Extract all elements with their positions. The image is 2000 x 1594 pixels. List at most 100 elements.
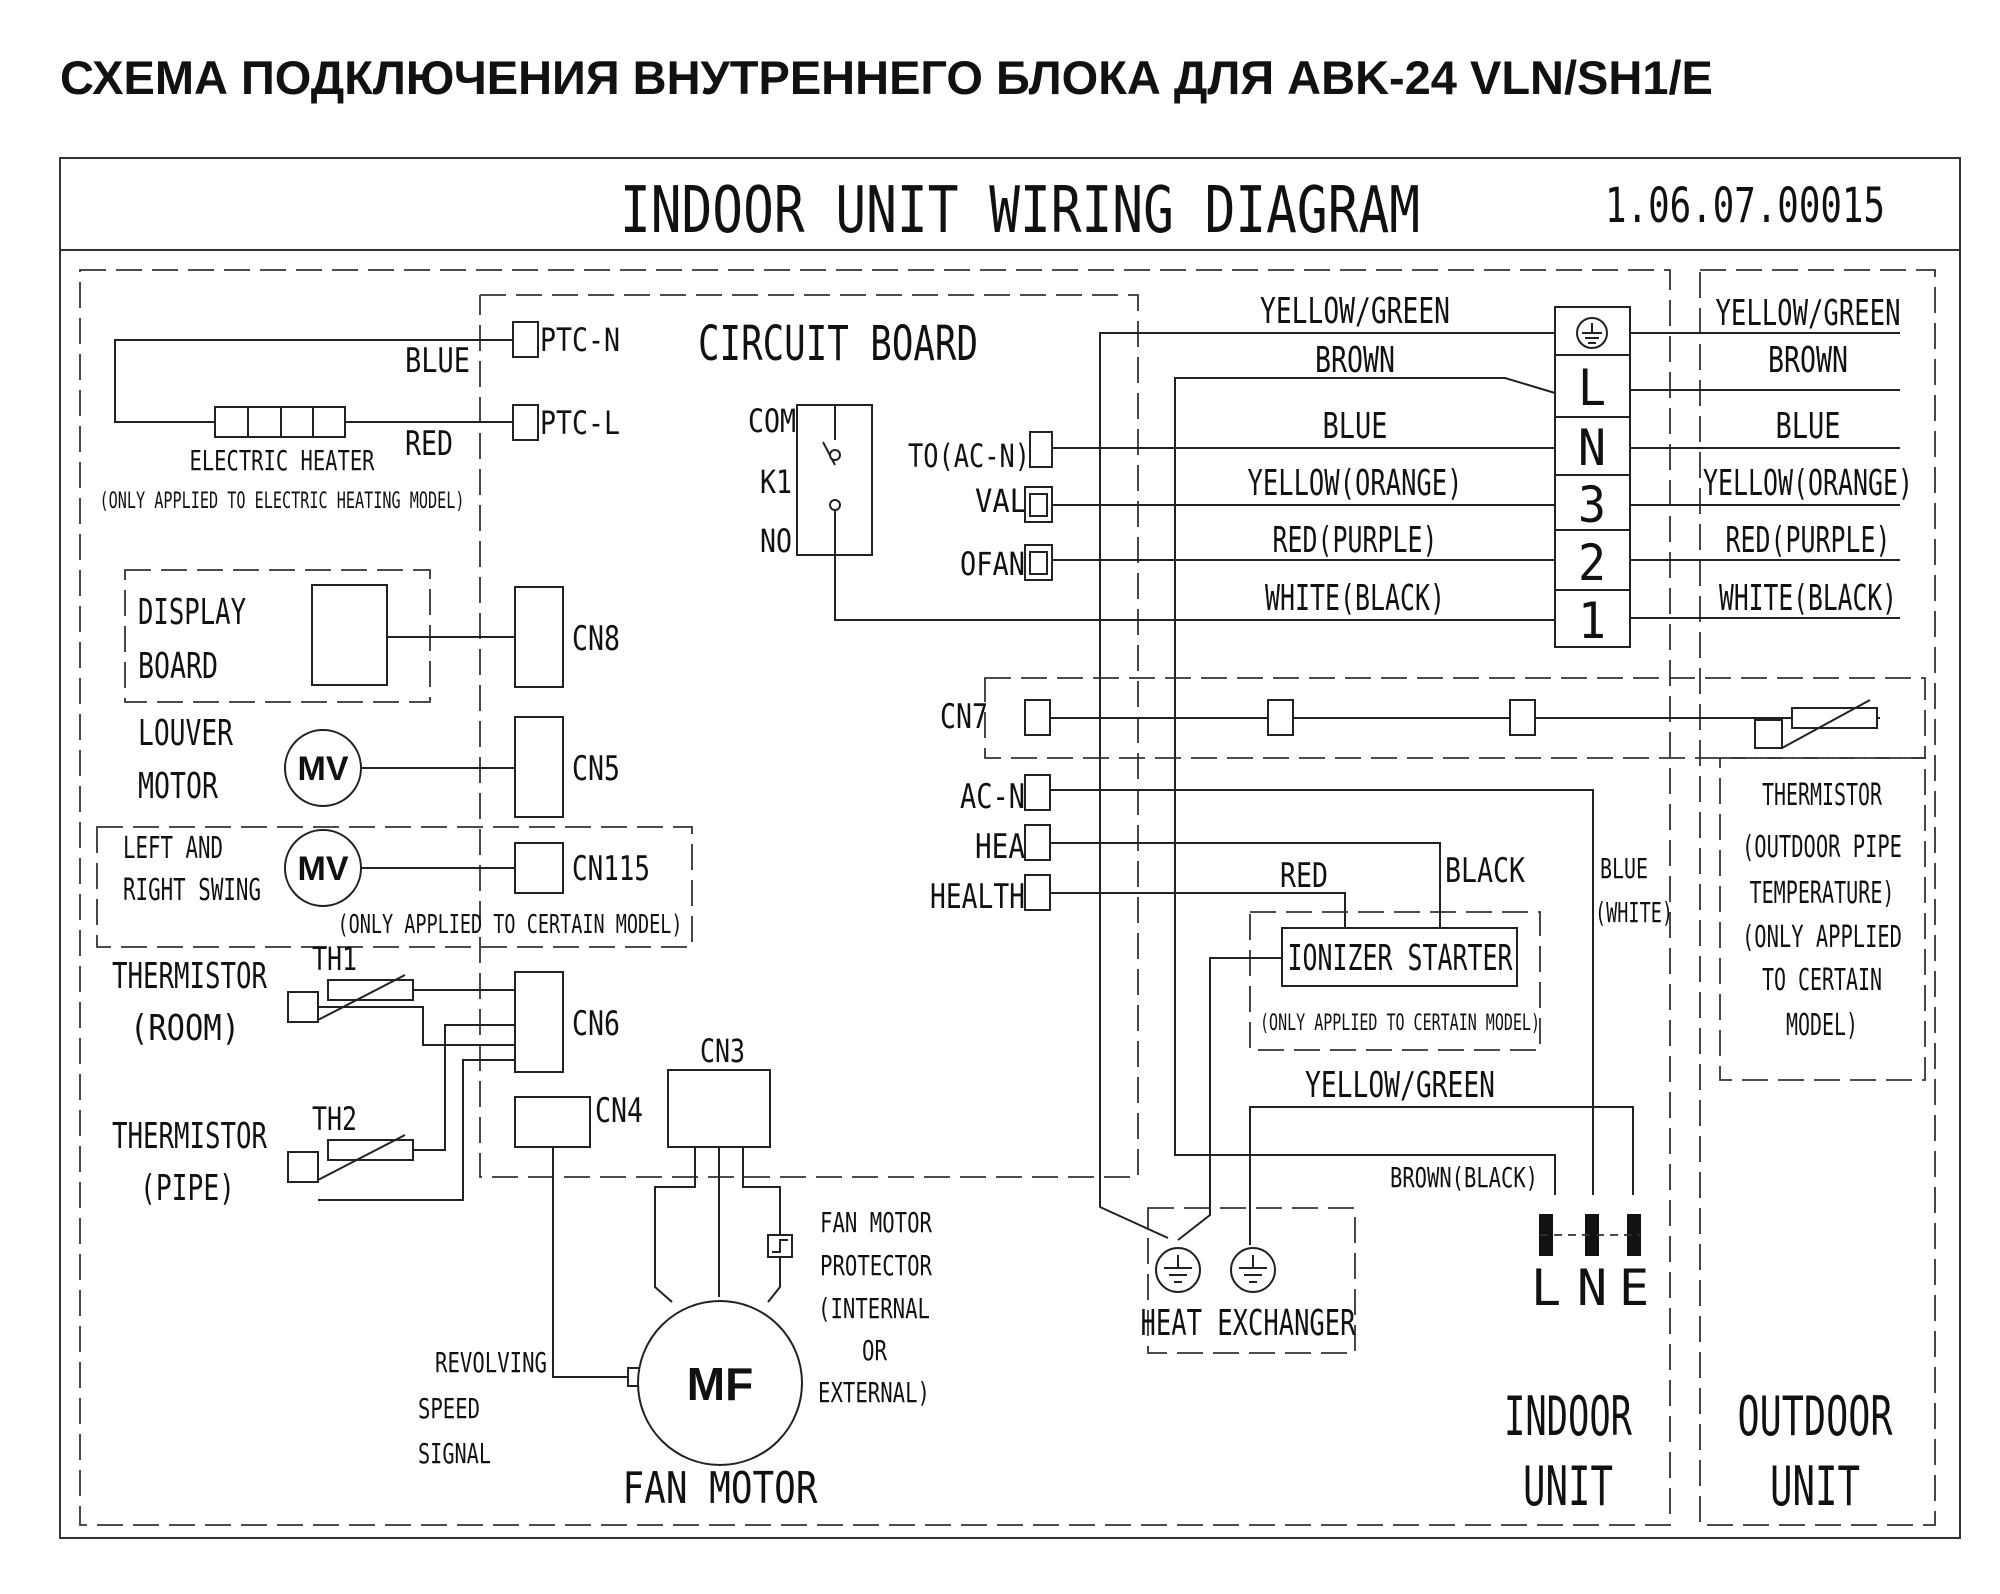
cn3-wire-3 [742, 1147, 781, 1240]
terminal-label-n: N [1578, 419, 1606, 477]
outdoor-thermistor-label-2: (OUTDOOR PIPE [1742, 830, 1902, 865]
ionizer-note: (ONLY APPLIED TO CERTAIN MODEL) [1260, 1011, 1540, 1036]
wire-label-white-black: WHITE(BLACK) [1265, 578, 1445, 619]
fan-motor-protector-symbol [767, 1234, 793, 1258]
thermistor-room-sub: (ROOM) [130, 1008, 240, 1049]
out-label-blue: BLUE [1776, 406, 1841, 447]
heater-red-label: RED [405, 424, 453, 464]
terminal-label-3: 3 [1578, 476, 1606, 534]
louver-mv-label: MV [298, 750, 349, 788]
blue-white-label-2: (WHITE) [1595, 896, 1673, 929]
diagram-code: 1.06.07.00015 [1605, 178, 1885, 234]
swing-mv-label: MV [298, 850, 349, 888]
cn4-wire [552, 1147, 630, 1378]
relay-node-2 [829, 499, 841, 511]
th2-sensor [287, 1134, 414, 1183]
fan-motor-protector-label-3: (INTERNAL [818, 1292, 930, 1325]
outdoor-unit-boundary [1699, 269, 1936, 1526]
revolving-label-2: SPEED [418, 1392, 480, 1425]
wire-label-yellow-green: YELLOW/GREEN [1260, 291, 1450, 332]
wire-label-red-purple: RED(PURPLE) [1273, 520, 1438, 561]
circuit-board-label: CIRCUIT BOARD [698, 316, 978, 372]
ofan-label: OFAN [960, 545, 1025, 583]
fan-motor-protector-label-1: FAN MOTOR [820, 1206, 932, 1239]
outer-frame [59, 157, 1961, 1539]
display-board-box [311, 584, 388, 686]
health-label: HEALTH [930, 877, 1025, 917]
terminal-ground-icon [1576, 317, 1608, 349]
out-label-yellow-orange: YELLOW(ORANGE) [1703, 463, 1913, 504]
swing-boundary [96, 826, 693, 948]
lne-label-n: N [1577, 1259, 1607, 1317]
outdoor-thermistor-label-1: THERMISTOR [1762, 778, 1883, 813]
wire-label-yellow-orange: YELLOW(ORANGE) [1248, 463, 1463, 504]
ionizer-red-label: RED [1280, 856, 1328, 896]
ac-n-connector [1024, 774, 1051, 811]
outdoor-thermistor-label-3: TEMPERATURE) [1750, 876, 1895, 911]
cn3-label: CN3 [700, 1032, 745, 1070]
cn8-connector [514, 586, 564, 688]
page-title: СХЕМА ПОДКЛЮЧЕНИЯ ВНУТРЕННЕГО БЛОКА ДЛЯ … [60, 51, 1713, 104]
revolving-label-3: SIGNAL [418, 1437, 491, 1470]
out-label-brown: BROWN [1768, 340, 1848, 381]
revolving-label-1: REVOLVING [435, 1346, 547, 1379]
indoor-unit-label-1: INDOOR [1504, 1385, 1632, 1448]
terminal-label-l: L [1578, 359, 1606, 417]
fan-motor-protector-label-2: PROTECTOR [820, 1249, 932, 1282]
ptc-l-label: PTC-L [540, 404, 620, 442]
cn5-label: CN5 [572, 749, 620, 789]
heater-wire-blue [114, 339, 513, 423]
wire-label-blue: BLUE [1323, 406, 1388, 447]
cn7-connector [1024, 699, 1051, 736]
cn5-connector [514, 716, 564, 818]
electric-heater-element [214, 406, 346, 438]
cn3-connector [667, 1069, 771, 1148]
outdoor-thermistor-label-4: (ONLY APPLIED [1742, 920, 1902, 955]
fan-motor-label: FAN MOTOR [623, 1463, 818, 1514]
com-label: COM [748, 402, 796, 440]
cn7-mid-connector-2 [1509, 699, 1536, 736]
yellow-green-label: YELLOW/GREEN [1305, 1065, 1495, 1106]
th1-label: TH1 [312, 940, 357, 978]
ionizer-ground-wire [1177, 957, 1282, 1241]
ptc-n-connector [512, 321, 539, 358]
ionizer-black-label: BLACK [1445, 851, 1525, 891]
display-board-label-1: DISPLAY [138, 592, 246, 633]
heat-exchanger-ground-icon-1 [1155, 1247, 1201, 1293]
indoor-unit-label-2: UNIT [1523, 1455, 1613, 1518]
th2-label: TH2 [312, 1100, 357, 1138]
thermistor-pipe-sub: (PIPE) [140, 1168, 235, 1209]
wire-yellow-green [1099, 332, 1555, 1239]
to-acn-connector [1029, 431, 1053, 468]
relay-switch-arm [822, 441, 836, 466]
display-board-label-2: BOARD [138, 646, 218, 687]
th1-wire-b [418, 1006, 515, 1046]
louver-label-1: LOUVER [138, 713, 233, 754]
outdoor-thermistor-boundary [1719, 757, 1926, 1081]
lne-label-l: L [1531, 1259, 1561, 1317]
fan-motor-mf-label: MF [687, 1358, 753, 1410]
swing-label-2: RIGHT SWING [123, 873, 261, 908]
ptc-l-connector [512, 404, 539, 441]
brown-black-label: BROWN(BLACK) [1390, 1161, 1538, 1194]
cn115-label: CN115 [572, 849, 650, 889]
lne-terminals [1539, 1214, 1641, 1256]
fan-motor-symbol [637, 1300, 803, 1466]
hea-connector [1024, 824, 1051, 861]
no-label: NO [760, 522, 792, 560]
relay-to-wire-white [834, 555, 1555, 621]
cn6-label: CN6 [572, 1004, 620, 1044]
k1-label: K1 [760, 463, 792, 501]
heat-exchanger-boundary [1147, 1207, 1356, 1354]
ionizer-label: IONIZER STARTER [1288, 938, 1513, 979]
terminal-label-2: 2 [1578, 534, 1606, 592]
th2-wire-b [318, 1059, 515, 1201]
outdoor-thermistor-label-5: TO CERTAIN [1762, 963, 1882, 998]
outdoor-thermistor-sensor [1754, 699, 1878, 749]
swing-label-1: LEFT AND [123, 831, 223, 866]
ac-n-label: AC-N [960, 777, 1025, 817]
cn4-connector [514, 1096, 591, 1148]
th2-wire-a [413, 1024, 515, 1151]
relay-node-1 [829, 449, 841, 461]
wire-label-brown: BROWN [1315, 340, 1395, 381]
